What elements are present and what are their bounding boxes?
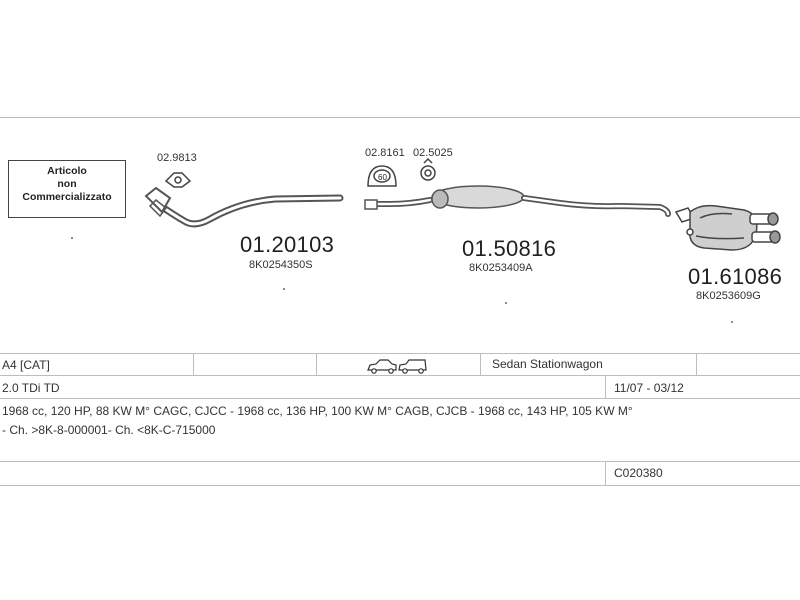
not-commercialized-label: Articolo non Commercializzato bbox=[8, 160, 126, 218]
clamp-drawing bbox=[420, 157, 436, 181]
box-line-2: non bbox=[57, 178, 77, 190]
rear-silencer-drawing bbox=[674, 204, 781, 251]
row-divider bbox=[0, 461, 800, 462]
middle-section-drawing bbox=[364, 185, 671, 217]
oe-number-middle-section: 8K0253409A bbox=[469, 262, 533, 274]
column-divider bbox=[193, 353, 194, 375]
column-divider bbox=[605, 461, 606, 485]
hanger-drawing: 60 bbox=[367, 165, 397, 187]
oe-number-rear-silencer: 8K0253609G bbox=[696, 290, 761, 302]
box-line-3: Commercializzato bbox=[22, 191, 112, 203]
top-border bbox=[0, 117, 800, 118]
row-divider bbox=[0, 398, 800, 399]
table-top-border bbox=[0, 353, 800, 354]
column-divider bbox=[316, 353, 317, 375]
column-divider bbox=[696, 353, 697, 375]
row-divider bbox=[0, 485, 800, 486]
stationwagon-icon bbox=[398, 359, 427, 374]
accessory-code-hanger[interactable]: 02.8161 bbox=[365, 147, 405, 159]
engine-variant: 2.0 TDi TD bbox=[2, 381, 60, 395]
production-period: 11/07 - 03/12 bbox=[614, 381, 684, 395]
engine-details: 1968 cc, 120 HP, 88 KW M° CAGC, CJCC - 1… bbox=[2, 404, 633, 418]
gasket-drawing bbox=[164, 172, 192, 188]
part-code-rear-silencer[interactable]: 01.61086 bbox=[688, 264, 783, 289]
accessory-code-gasket[interactable]: 02.9813 bbox=[157, 152, 197, 164]
accessory-code-clamp[interactable]: 02.5025 bbox=[413, 147, 453, 159]
part-code-front-pipe[interactable]: 01.20103 bbox=[240, 232, 335, 257]
reference-code: C020380 bbox=[614, 466, 663, 480]
column-divider bbox=[480, 353, 481, 375]
oe-number-front-pipe: 8K0254350S bbox=[249, 259, 313, 271]
front-pipe-drawing bbox=[144, 186, 344, 228]
chassis-range: - Ch. >8K-8-000001- Ch. <8K-C-715000 bbox=[2, 423, 216, 437]
box-line-1: Articolo bbox=[47, 165, 87, 177]
sedan-icon bbox=[367, 359, 397, 374]
svg-text:60: 60 bbox=[378, 173, 387, 182]
row-divider bbox=[0, 375, 800, 376]
vehicle-model: A4 [CAT] bbox=[2, 358, 50, 372]
column-divider bbox=[605, 375, 606, 398]
car-body-icons bbox=[367, 359, 427, 374]
part-code-middle-section[interactable]: 01.50816 bbox=[462, 236, 557, 261]
body-types: Sedan Stationwagon bbox=[492, 357, 603, 371]
